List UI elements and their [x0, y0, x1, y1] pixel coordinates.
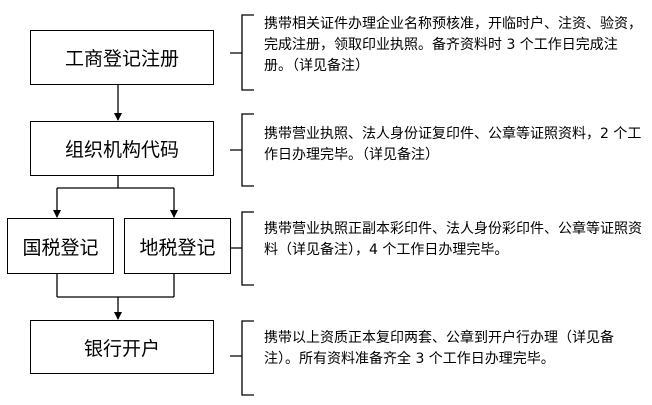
step-4-description: 携带以上资质正本复印两套、公章到开户行办理（详见备注）。所有资料准备齐全 3 个…: [264, 330, 614, 367]
step-label: 组织机构代码: [64, 139, 179, 161]
step-label: 工商登记注册: [64, 48, 179, 70]
bracket-3: [230, 211, 254, 286]
step-business-registration: 工商登记注册: [30, 30, 214, 85]
step-2-description: 携带营业执照、法人身份证复印件、公章等证照资料，2 个工作日办理完毕。（详见备注…: [264, 126, 642, 163]
step-3-description: 携带营业执照正副本彩印件、法人身份彩印件、公章等证照资料（详见备注），4 个工作…: [264, 221, 642, 258]
step-bank-account: 银行开户: [30, 320, 214, 374]
step-label: 银行开户: [83, 337, 160, 360]
bracket-4: [230, 320, 254, 396]
step-local-tax: 地税登记: [124, 218, 231, 274]
step-national-tax: 国税登记: [7, 218, 114, 274]
step-label: 国税登记: [22, 236, 99, 259]
step-1-description: 携带相关证件办理企业名称预核准，开临时户、注资、验资，完成注册，领取印业执照。备…: [264, 16, 642, 74]
bracket-2: [230, 113, 254, 187]
step-label: 地税登记: [139, 236, 216, 259]
bracket-1: [230, 14, 254, 91]
step-organization-code: 组织机构代码: [30, 121, 214, 176]
